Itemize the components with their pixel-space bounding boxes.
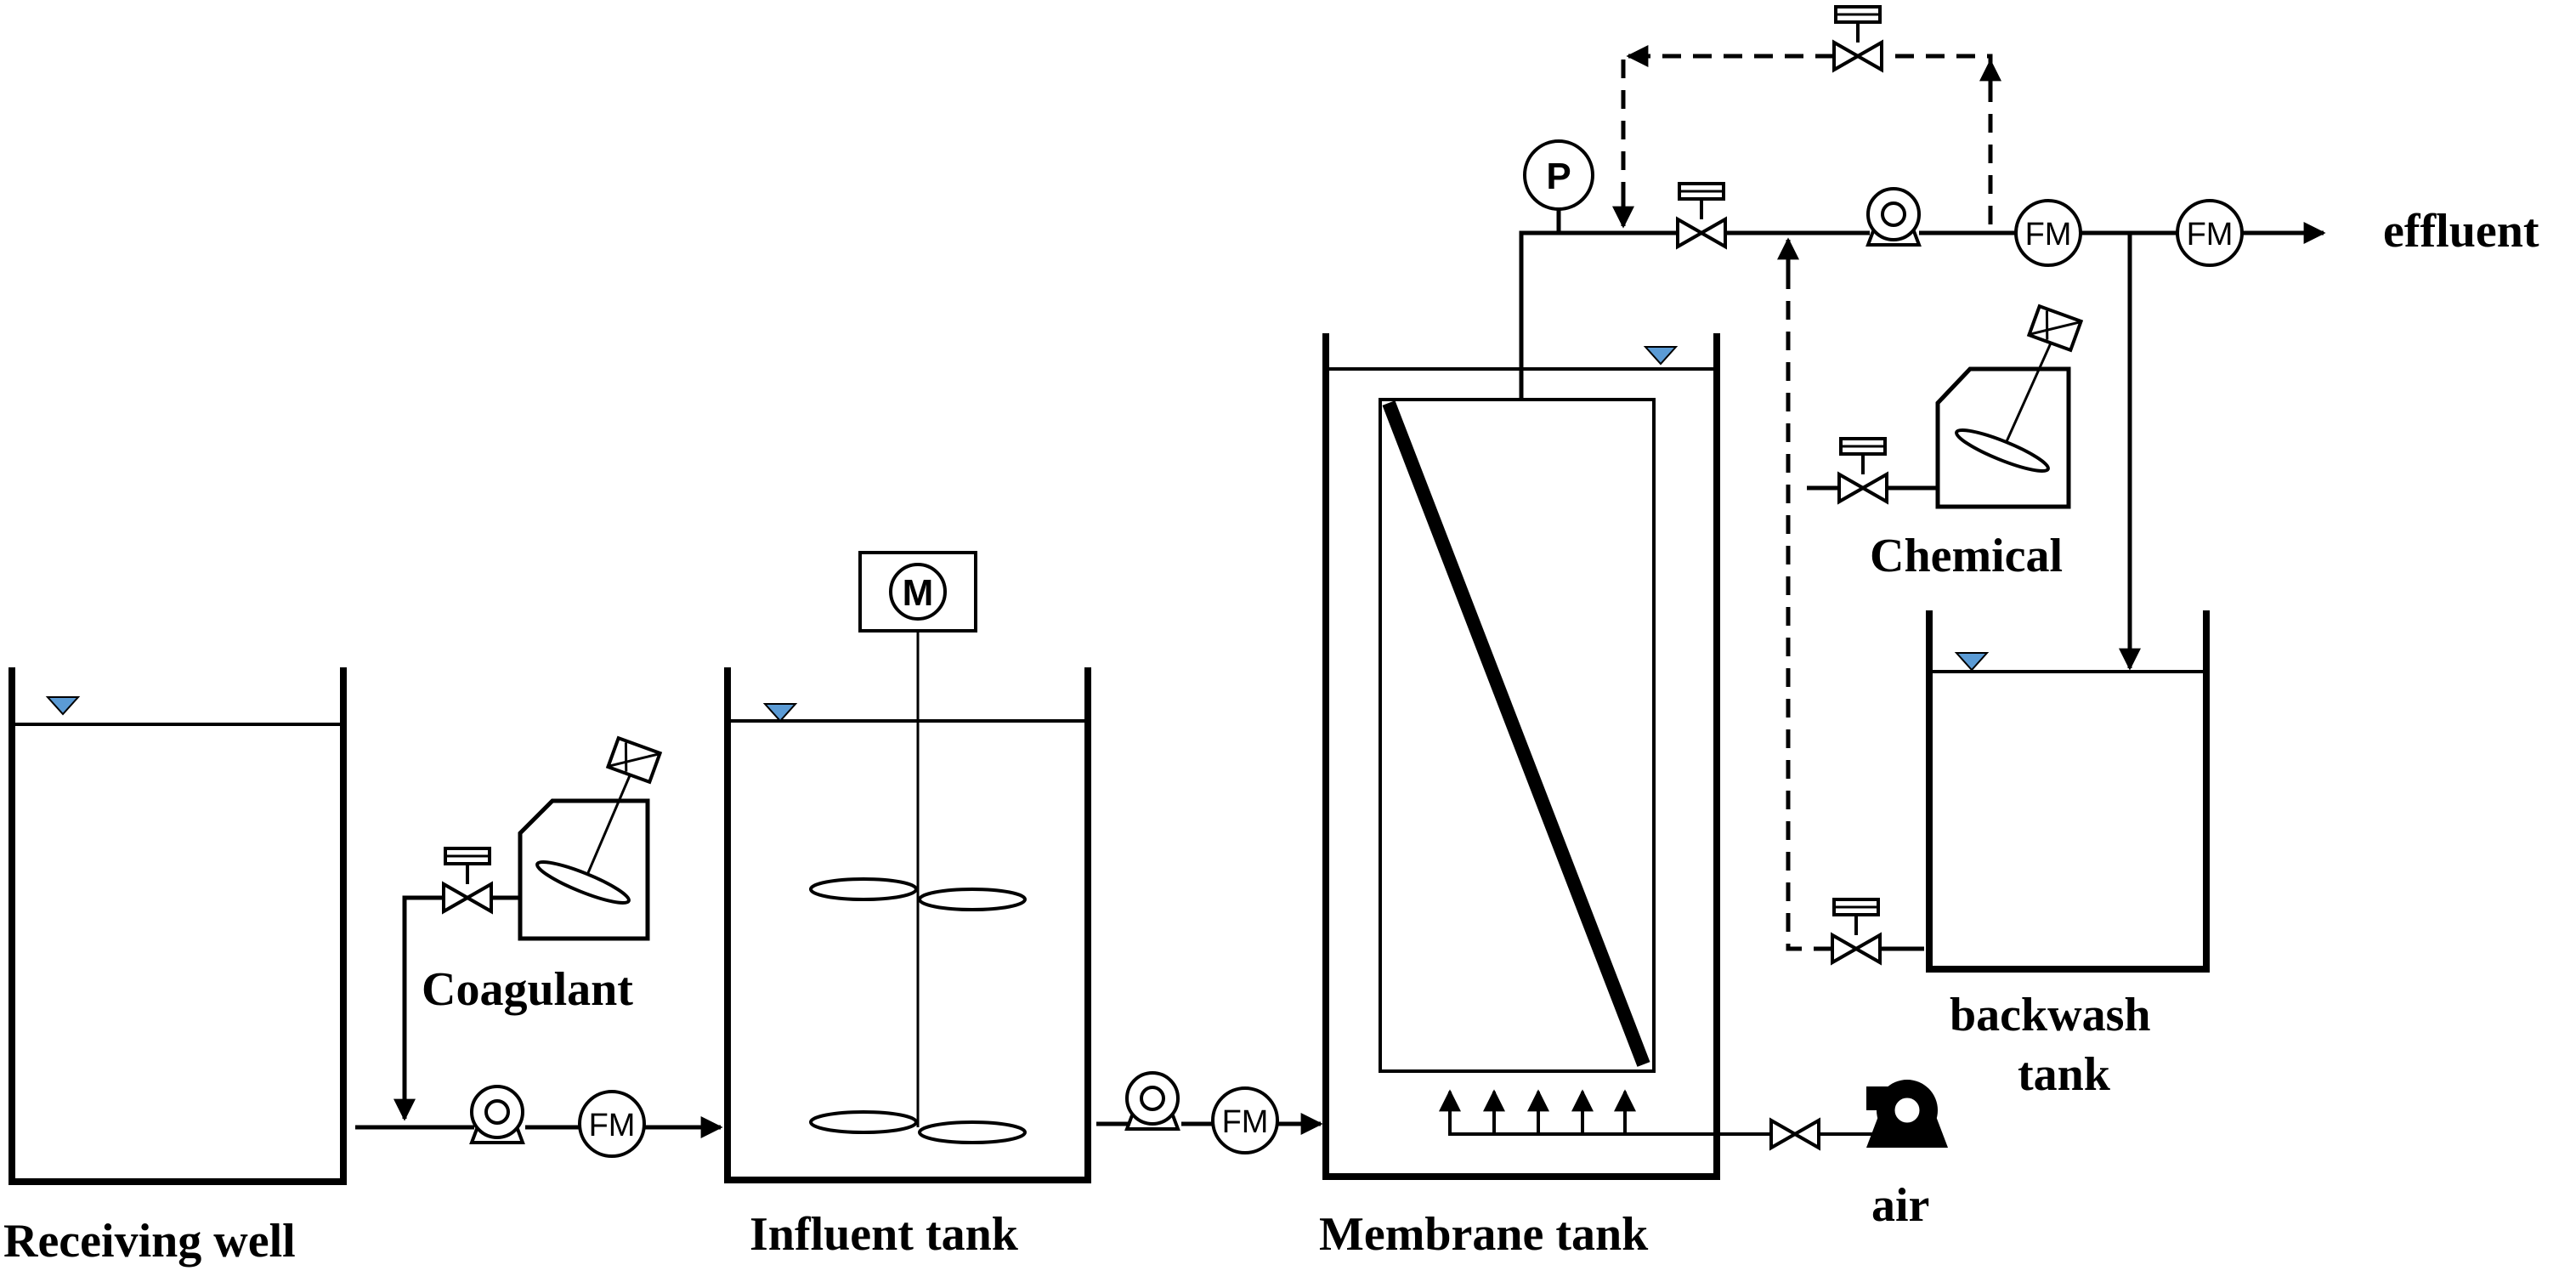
flow-meter-label: FM xyxy=(1222,1104,1269,1140)
valve-icon xyxy=(1676,218,1727,248)
flow-meter: FM xyxy=(1211,1086,1279,1154)
valve-icon xyxy=(1837,473,1888,503)
flow-meter: FM xyxy=(2176,199,2244,267)
coagulant-label: Coagulant xyxy=(422,963,633,1016)
impeller xyxy=(809,1110,918,1134)
pressure-gauge-icon xyxy=(1523,139,1594,211)
chemical-label: Chemical xyxy=(1870,530,2063,582)
bypass-line xyxy=(1612,5,2001,229)
flow-meter-label: FM xyxy=(2025,217,2072,252)
pipe xyxy=(1519,230,1667,400)
water-level-marker-icon xyxy=(1956,652,1988,671)
air-valve-icon xyxy=(1769,1119,1820,1149)
backwash-tank-label-line1: backwash xyxy=(1950,989,2151,1041)
receiving-well xyxy=(8,667,347,1185)
receiving-well-label: Receiving well xyxy=(3,1215,296,1268)
membrane-tank xyxy=(1322,333,1948,1180)
aeration-pipe xyxy=(1448,1097,1776,1136)
influent-tank: M xyxy=(724,551,1091,1183)
influent-tank-label: Influent tank xyxy=(750,1208,1019,1261)
motor-label: M xyxy=(903,572,934,614)
flow-meter-label: FM xyxy=(2187,217,2233,252)
motor-icon xyxy=(889,563,947,621)
coagulant-dosing xyxy=(393,735,663,1121)
water-level-marker-icon xyxy=(1645,346,1677,365)
flow-meter-label: FM xyxy=(589,1108,636,1143)
impeller xyxy=(809,877,918,901)
effluent-label: effluent xyxy=(2383,205,2539,258)
chemical-tank xyxy=(1935,366,2071,509)
pump-icon xyxy=(1866,187,1921,247)
membrane-fiber xyxy=(1382,400,1650,1067)
coagulant-tank xyxy=(518,798,650,941)
valve-actuator-icon xyxy=(1678,182,1725,221)
air-blower-icon xyxy=(1866,1080,1948,1148)
impeller xyxy=(918,1120,1027,1144)
backwash-return-line xyxy=(1777,237,1924,964)
valve-icon xyxy=(442,882,493,913)
water-level-marker-icon xyxy=(764,703,796,722)
impeller xyxy=(918,888,1027,911)
chemical-dosing xyxy=(1807,303,2084,509)
pump-icon xyxy=(470,1085,524,1144)
backwash-tank xyxy=(1926,610,2210,973)
bypass-valve-icon xyxy=(1832,41,1883,71)
backwash-tank-label-line2: tank xyxy=(2018,1048,2111,1101)
valve-icon xyxy=(1831,933,1882,964)
valve-actuator-icon xyxy=(1834,5,1882,44)
membrane-tank-label: Membrane tank xyxy=(1319,1208,1649,1261)
pump-icon xyxy=(1125,1071,1180,1131)
aeration-arrows xyxy=(1439,1089,1636,1134)
pressure-gauge-label: P xyxy=(1546,156,1571,197)
flow-meter: FM xyxy=(578,1090,646,1158)
flow-meter: FM xyxy=(2014,199,2082,267)
valve-actuator-icon xyxy=(444,847,491,886)
air-label: air xyxy=(1871,1179,1929,1232)
water-level-marker-icon xyxy=(47,696,79,715)
valve-actuator-icon xyxy=(1839,437,1887,476)
permeate-line: P FM FM xyxy=(1519,139,2326,400)
valve-actuator-icon xyxy=(1832,898,1880,937)
